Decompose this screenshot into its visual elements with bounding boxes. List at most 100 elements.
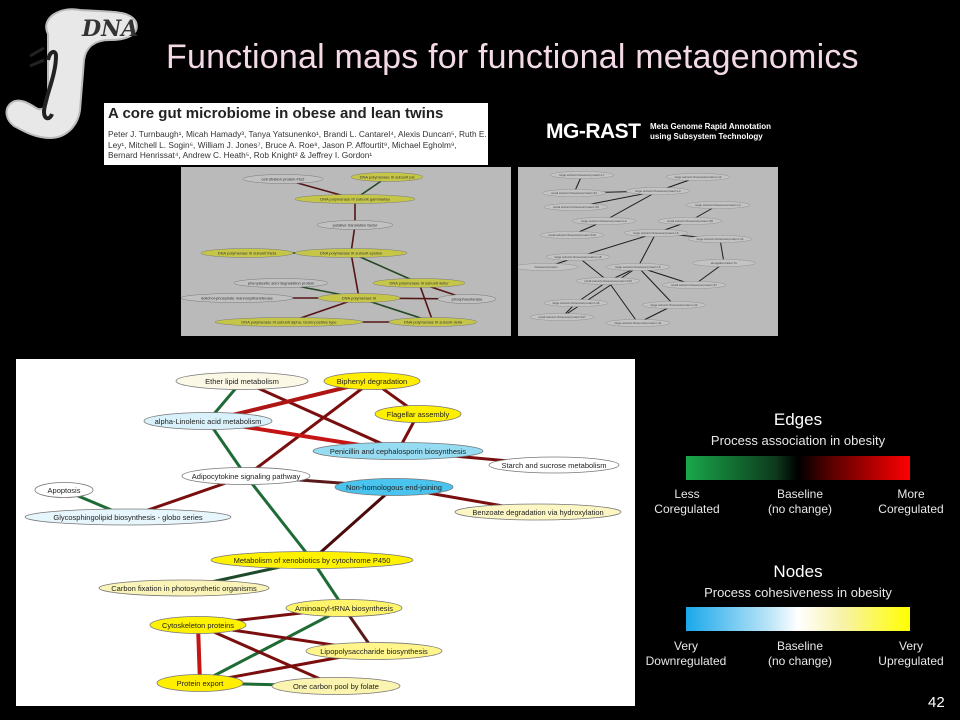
edges-low-line2: Coregulated bbox=[654, 502, 720, 516]
network-edge-nhej-xeno bbox=[311, 485, 395, 562]
network-node-shape-xeno bbox=[210, 551, 414, 569]
network-node-protein: Protein export bbox=[156, 674, 244, 692]
thumb-left-node-label: DNA polymerase III subunit theta bbox=[218, 251, 277, 256]
network-edge-aminoacyl-protein bbox=[199, 606, 345, 685]
network-edge-biphenyl-adipocytokine bbox=[245, 379, 373, 478]
integral-icon bbox=[41, 49, 59, 121]
edges-high-label: More Coregulated bbox=[856, 487, 960, 517]
mgrast-subtitle-line2: using Subsystem Technology bbox=[650, 132, 763, 141]
nodes-high-label: Very Upregulated bbox=[856, 639, 960, 669]
thumb-left-node bbox=[242, 174, 324, 184]
nodes-low-line1: Very bbox=[673, 639, 698, 653]
thumb-right-node bbox=[518, 263, 579, 271]
network-node-label-penicillin: Penicillin and cephalosporin biosynthesi… bbox=[330, 447, 467, 456]
nodes-mid-label: Baseline (no change) bbox=[745, 639, 855, 669]
thumb-right-edge bbox=[637, 232, 657, 268]
edges-legend-title: Edges bbox=[773, 410, 823, 429]
thumb-left-edge bbox=[418, 282, 434, 323]
thumb-right-node-label: small subunit ribosomal protein S5 bbox=[553, 205, 599, 209]
thumb-left-node bbox=[181, 293, 294, 303]
thumb-left-node bbox=[200, 248, 294, 258]
thumb-left-edge bbox=[350, 252, 360, 299]
thumb-right-node-label: large subunit ribosomal protein L12 bbox=[675, 175, 722, 179]
network-node-xeno: Metabolism of xenobiotics by cytochrome … bbox=[210, 551, 414, 569]
nodes-high-line1: Very bbox=[898, 639, 923, 653]
network-node-apoptosis: Apoptosis bbox=[34, 482, 94, 498]
thumb-right-node-label: large subunit ribosomal protein L14 bbox=[697, 237, 744, 241]
thumb-right-edge bbox=[577, 232, 657, 258]
thumb-right-node bbox=[605, 319, 671, 327]
thumb-right-node-label: small subunit ribosomal protein S10 bbox=[548, 233, 596, 237]
thumb-right-node bbox=[685, 201, 751, 209]
network-node-shape-flagellar bbox=[374, 405, 462, 423]
network-node-shape-protein bbox=[156, 674, 244, 692]
thumb-left-node-label: DNA polymerase III bbox=[342, 296, 376, 301]
network-node-label-apoptosis: Apoptosis bbox=[48, 486, 81, 495]
network-node-shape-carbon bbox=[98, 579, 270, 597]
thumb-right-edge bbox=[719, 238, 725, 264]
thumb-left-node bbox=[233, 278, 329, 288]
thumb-right-node-label: small subunit ribosomal protein S19 bbox=[584, 279, 632, 283]
thumb-right-node bbox=[687, 235, 753, 243]
thumb-right-node bbox=[545, 253, 611, 261]
logo-text: DNA bbox=[81, 16, 138, 42]
thumb-right-node-label: small subunit ribosomal protein S17 bbox=[538, 315, 586, 319]
network-node-shape-aminoacyl bbox=[285, 599, 403, 617]
thumb-right-edge bbox=[607, 280, 639, 324]
slide-title: Functional maps for functional metagenom… bbox=[166, 38, 859, 76]
thumb-right-node bbox=[575, 277, 641, 285]
network-node-cytoskeleton: Cytoskeleton proteins bbox=[149, 616, 247, 634]
thumb-left-node bbox=[437, 294, 497, 304]
thumb-left-node bbox=[294, 194, 416, 204]
thumb-right-node bbox=[543, 203, 609, 211]
thumb-left-edge bbox=[350, 252, 420, 284]
mgrast-subtitle: Meta Genome Rapid Annotation using Subsy… bbox=[650, 122, 771, 142]
network-node-onecarbon: One carbon pool by folate bbox=[271, 677, 401, 695]
network-node-flagellar: Flagellar assembly bbox=[374, 405, 462, 423]
network-node-lps: Lipopolysaccharide biosynthesis bbox=[305, 642, 443, 660]
thumb-left-node-label: DNA polymerase III subunit alpha, Gram-p… bbox=[241, 320, 337, 325]
thumb-right-edge bbox=[577, 256, 609, 282]
thumb-right-node bbox=[605, 263, 671, 271]
logo-lines-icon bbox=[29, 46, 45, 68]
thumb-left-node-label: DNA polymerase III subunit gamma/tau bbox=[320, 197, 390, 202]
thumb-right-node bbox=[661, 281, 727, 289]
network-node-shape-adipocytokine bbox=[181, 467, 311, 485]
network-node-adipocytokine: Adipocytokine signaling pathway bbox=[181, 467, 311, 485]
network-node-label-starch: Starch and sucrose metabolism bbox=[501, 461, 606, 470]
thumb-right-node bbox=[571, 217, 637, 225]
network-node-label-lps: Lipopolysaccharide biosynthesis bbox=[320, 647, 428, 656]
nodes-legend-title: Nodes bbox=[773, 562, 823, 581]
nodes-low-line2: Downregulated bbox=[645, 654, 727, 668]
edges-low-label: Less Coregulated bbox=[632, 487, 742, 517]
network-node-shape-linolenic bbox=[143, 412, 273, 430]
thumb-right-node-label: large subunit ribosomal protein L16 bbox=[553, 301, 600, 305]
thumb-left-node bbox=[317, 293, 401, 303]
network-node-aminoacyl: Aminoacyl-tRNA biosynthesis bbox=[285, 599, 403, 617]
nodes-high-line2: Upregulated bbox=[878, 654, 944, 668]
thumb-right-node-label: elongation factor Tu bbox=[711, 261, 738, 265]
network-node-shape-lps bbox=[305, 642, 443, 660]
network-node-label-adipocytokine: Adipocytokine signaling pathway bbox=[192, 472, 301, 481]
thumb-right-edge bbox=[637, 266, 675, 306]
network-node-shape-benzoate bbox=[454, 503, 622, 521]
network-node-label-onecarbon: One carbon pool by folate bbox=[293, 682, 379, 691]
network-node-label-linolenic: alpha-Linolenic acid metabolism bbox=[155, 417, 262, 426]
thumb-right-node-label: large subunit ribosomal protein L11 bbox=[615, 321, 662, 325]
network-edges bbox=[63, 379, 555, 688]
network-node-nhej: Non-homologous end-joining bbox=[334, 478, 454, 496]
network-node-label-nhej: Non-homologous end-joining bbox=[346, 483, 442, 492]
network-node-shape-starch bbox=[488, 456, 620, 474]
network-node-ether: Ether lipid metabolism bbox=[175, 372, 309, 390]
paper-header-image: A core gut microbiome in obese and lean … bbox=[104, 103, 488, 165]
network-node-penicillin: Penicillin and cephalosporin biosynthesi… bbox=[312, 442, 484, 460]
slide-number: 42 bbox=[928, 694, 945, 711]
network-edge-linolenic-adipocytokine bbox=[206, 420, 248, 477]
thumb-left-node bbox=[350, 172, 424, 182]
network-node-label-protein: Protein export bbox=[177, 679, 225, 688]
thumb-left-node bbox=[372, 278, 466, 288]
thumb-right-node bbox=[529, 313, 595, 321]
